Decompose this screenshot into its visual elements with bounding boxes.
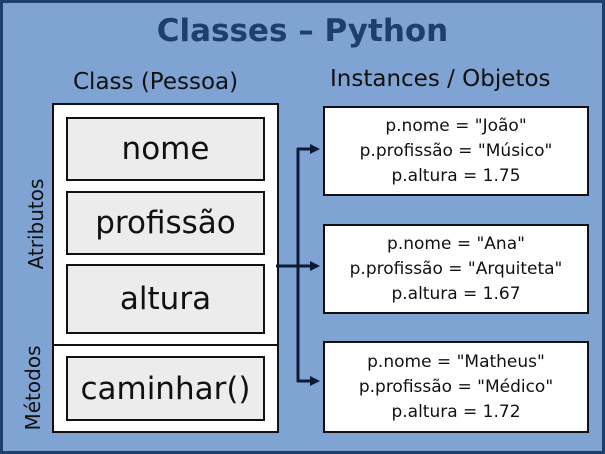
instance-3-altura: p.altura = 1.72 <box>391 401 521 422</box>
instance-1-altura: p.altura = 1.75 <box>391 165 521 186</box>
instance-box-2: p.nome = "Ana" p.profissão = "Arquiteta"… <box>323 224 589 314</box>
attribute-altura: altura <box>66 264 265 334</box>
instance-box-3: p.nome = "Matheus" p.profissão = "Médico… <box>323 341 589 433</box>
instance-2-nome: p.nome = "Ana" <box>387 233 525 254</box>
attribute-profissao: profissão <box>66 191 265 255</box>
diagram-title: Classes – Python <box>156 13 449 49</box>
attribute-nome: nome <box>66 117 265 181</box>
attributes-methods-divider <box>54 344 277 346</box>
instance-box-1: p.nome = "João" p.profissão = "Músico" p… <box>323 106 589 196</box>
class-heading: Class (Pessoa) <box>73 69 239 95</box>
instance-3-profissao: p.profissão = "Médico" <box>358 376 554 397</box>
class-box: nome profissão altura caminhar() <box>52 103 279 433</box>
method-caminhar: caminhar() <box>66 356 265 421</box>
instances-heading: Instances / Objetos <box>330 66 551 92</box>
instance-3-nome: p.nome = "Matheus" <box>367 351 545 372</box>
instantiation-arrows <box>276 144 320 386</box>
instance-1-profissao: p.profissão = "Músico" <box>359 140 553 161</box>
instance-1-nome: p.nome = "João" <box>385 115 527 136</box>
instance-2-profissao: p.profissão = "Arquiteta" <box>349 258 563 279</box>
instance-2-altura: p.altura = 1.67 <box>391 283 521 304</box>
